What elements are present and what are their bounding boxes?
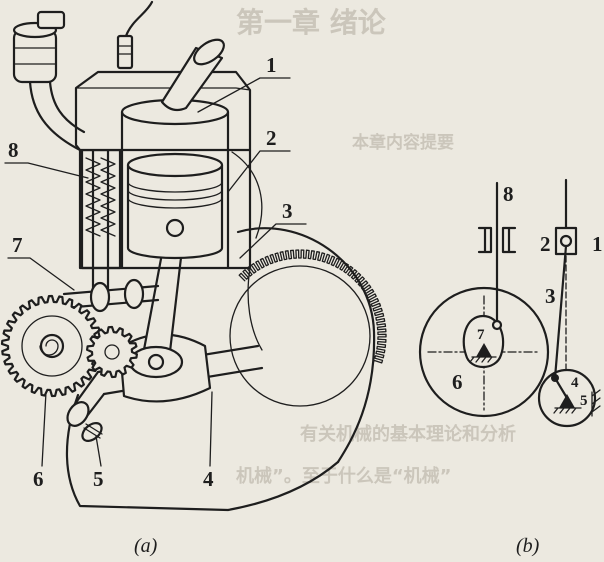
piston-crown	[126, 152, 224, 178]
spark-plug	[116, 0, 154, 70]
coil-bands	[13, 47, 57, 65]
crank-pivot-icon	[559, 394, 575, 408]
valve-spring-left	[85, 157, 101, 237]
label-b-8: 8	[503, 182, 514, 206]
valve-stems	[91, 136, 110, 292]
crank-pulley	[66, 401, 90, 427]
cam-pivot-icon	[476, 343, 492, 357]
valve-train	[80, 136, 122, 292]
crankcase-inner-line	[247, 267, 263, 351]
timing-gears	[0, 294, 138, 398]
label-b-7: 7	[477, 327, 485, 343]
cylinder-head-edge	[75, 87, 251, 91]
leader-6	[41, 391, 47, 467]
caption-b: (b)	[516, 535, 540, 557]
flywheel-disc	[229, 265, 371, 407]
cylinder-head	[74, 38, 252, 152]
label-b-5: 5	[580, 393, 588, 409]
bleed-body-line-1: 有关机械的基本理论和分析	[300, 423, 516, 445]
crank-pin	[147, 353, 165, 371]
flywheel-ring-gear	[238, 249, 387, 364]
bleed-through-text: 第一章 绪论 本章内容提要 有关机械的基本理论和分析 机械”。至于什么是“机械”	[236, 6, 516, 487]
piston-rings	[127, 181, 223, 209]
callout-3: 3	[282, 199, 293, 223]
small-timing-gear	[86, 325, 138, 379]
callout-5: 5	[93, 467, 104, 491]
large-gear-circle	[418, 286, 550, 418]
bleed-chapter-title: 第一章 绪论	[236, 6, 387, 39]
label-b-3: 3	[545, 284, 556, 308]
cam-profile	[462, 314, 505, 369]
side-pipe-inner	[48, 80, 86, 134]
small-gear-circle	[537, 368, 597, 428]
leader-4	[209, 391, 213, 467]
large-timing-gear	[0, 294, 104, 398]
label-b-1: 1	[592, 232, 603, 256]
leader-1	[197, 77, 291, 113]
connecting-rod-big-end	[128, 345, 184, 379]
cylinder-block	[78, 148, 252, 270]
cam-lobe-1	[89, 281, 111, 313]
flywheel-housing	[236, 227, 376, 464]
callout-2: 2	[266, 126, 277, 150]
large-gear-hub-mark	[39, 339, 59, 356]
piston-pin	[165, 218, 185, 238]
crank-pin-b	[551, 374, 559, 382]
bleed-body-line-2: 机械”。至于什么是“机械”	[236, 465, 452, 487]
panel-a-engine-drawing: 1 2 3 8 7 6 5 4 (a)	[0, 0, 387, 557]
label-b-2: 2	[540, 232, 551, 256]
coil-connector	[36, 10, 66, 30]
leader-5	[95, 435, 102, 467]
side-pipe-outer	[28, 80, 82, 152]
leader-7	[7, 257, 75, 291]
cam-lobe-2	[123, 278, 145, 310]
guide-right	[501, 226, 517, 254]
callout-8: 8	[8, 138, 19, 162]
connecting-rod	[128, 230, 186, 379]
guide-left	[477, 226, 493, 254]
panel-a-callouts: 1 2 3 8 7 6 5 4	[4, 53, 307, 491]
frame-hatch-right	[591, 389, 601, 417]
leader-8	[4, 162, 89, 179]
large-gear-rim	[21, 315, 83, 377]
crank-ground-hatch	[553, 407, 582, 414]
panel-b-kinematic-diagram: 7 6 8 2 1 3 4 5 (b)	[418, 178, 603, 557]
cam-ground-hatch	[469, 356, 497, 363]
leader-2	[227, 150, 291, 193]
label-b-6: 6	[452, 370, 463, 394]
chamber-walls	[120, 110, 230, 152]
intake-pipe-opening	[193, 38, 225, 66]
valve-spring-right	[100, 157, 116, 237]
callout-7: 7	[12, 233, 23, 257]
coupler-rod	[553, 244, 568, 380]
callout-1: 1	[266, 53, 277, 77]
spark-plug-ribs	[117, 45, 133, 55]
follower-roller	[491, 319, 503, 331]
piston-skirt	[126, 163, 224, 260]
leader-3	[239, 223, 307, 259]
callout-6: 6	[33, 467, 44, 491]
callout-4: 4	[203, 467, 214, 491]
crank-nose-upper	[70, 370, 100, 410]
label-b-4: 4	[571, 375, 579, 391]
caption-a: (a)	[134, 535, 158, 557]
piston	[126, 152, 224, 260]
small-gear-hub	[104, 344, 120, 360]
large-gear-hub	[39, 333, 65, 359]
bleed-section-heading: 本章内容提要	[352, 132, 454, 153]
valve-chamber	[80, 148, 122, 270]
crankcase-outline	[65, 393, 340, 512]
spark-plug-wire	[124, 0, 154, 38]
oil-pipe	[231, 151, 263, 239]
ignition-coil	[12, 10, 86, 152]
spark-plug-body	[116, 34, 134, 70]
output-shaft-spline	[83, 423, 103, 439]
